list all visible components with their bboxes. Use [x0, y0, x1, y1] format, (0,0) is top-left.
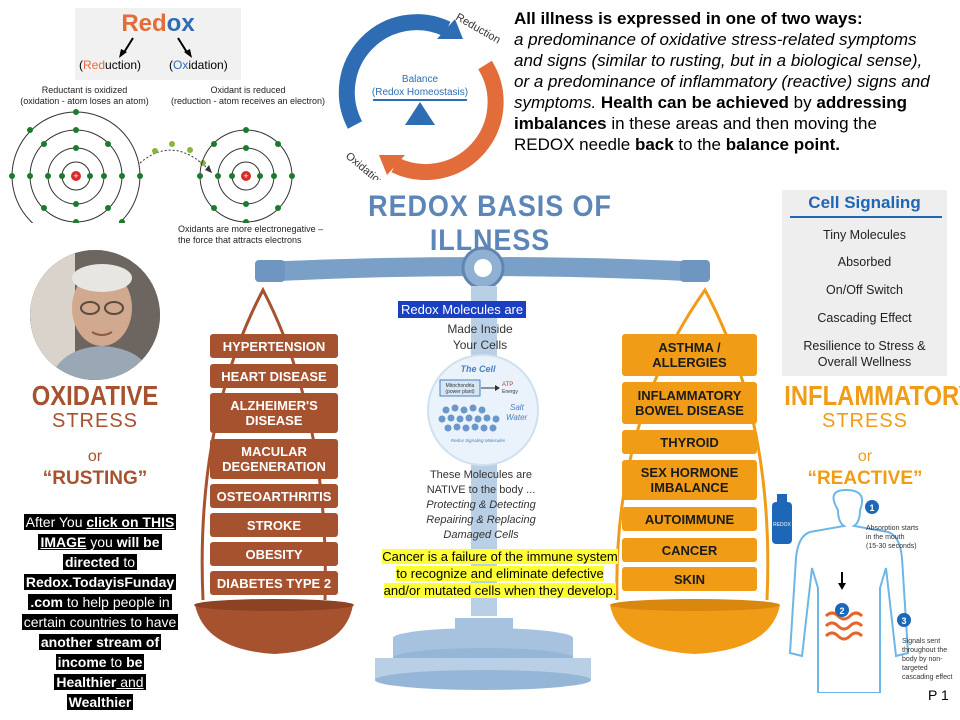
- native-molecules-text: These Molecules are NATIVE to the body .…: [426, 469, 536, 541]
- redox-molecules-label: Redox Molecules are: [398, 301, 527, 318]
- cell-signaling-item: Cascading Effect: [817, 311, 912, 325]
- condition-pill-inflammatory: SKIN: [622, 567, 757, 591]
- svg-text:targeted: targeted: [902, 665, 928, 672]
- cycle-oxidation-label: Oxidation: [343, 150, 386, 180]
- svg-text:1: 1: [869, 503, 874, 513]
- fulcrum-icon: [405, 102, 435, 125]
- promo-link[interactable]: After You click on THIS IMAGE you will b…: [21, 514, 179, 710]
- person-avatar-icon: [30, 250, 160, 380]
- rusting-label: “RUSTING”: [42, 468, 148, 489]
- svg-text:cascading effect: cascading effect: [902, 674, 953, 681]
- inflammatory-or-label: or: [857, 448, 873, 465]
- svg-text:Signals sent: Signals sent: [902, 638, 940, 645]
- svg-text:Absorption starts: Absorption starts: [866, 525, 919, 532]
- svg-text:(power plant): (power plant): [445, 389, 475, 395]
- oxidant-atom: +: [197, 127, 295, 223]
- condition-pill-oxidative: STROKE: [210, 513, 338, 537]
- redox-word: Redox: [121, 10, 195, 37]
- main-statement: All illness is expressed in one of two w…: [514, 9, 930, 154]
- oxidative-heading: OXIDATIVE: [31, 380, 159, 411]
- inflammatory-stress-label: STRESS: [821, 410, 909, 432]
- condition-pill-oxidative: OBESITY: [210, 542, 338, 566]
- svg-text:Mitochondria: Mitochondria: [446, 383, 475, 389]
- svg-text:Energy: Energy: [502, 389, 518, 395]
- condition-pill-inflammatory: CANCER: [622, 538, 757, 562]
- condition-pill-oxidative: MACULAR DEGENERATION: [210, 439, 338, 479]
- reduction-label: (Reduction): [79, 58, 142, 72]
- cancer-note: Cancer is a failure of the immune system…: [382, 549, 618, 598]
- electronegative-caption: Oxidants are more electronegative – the …: [178, 224, 324, 245]
- body-absorption-diagram: REDOX 1 2 3 Absorption starts in the mou…: [772, 488, 953, 693]
- condition-pill-inflammatory: AUTOIMMUNE: [622, 507, 757, 531]
- svg-text:2: 2: [839, 606, 844, 616]
- right-pan: [610, 605, 780, 654]
- condition-pill-oxidative: DIABETES TYPE 2: [210, 571, 338, 595]
- condition-pill-inflammatory: ASTHMA / ALLERGIES: [622, 334, 757, 376]
- cell-signaling-item: Absorbed: [837, 255, 892, 269]
- left-pan: [195, 605, 353, 654]
- condition-pill-inflammatory: SEX HORMONE IMBALANCE: [622, 460, 757, 500]
- redox-cycle-diagram: Reduction Oxidation Balance (Redox Homeo…: [338, 11, 504, 180]
- oxidant-caption: Oxidant is reduced (reduction - atom rec…: [170, 85, 326, 106]
- svg-text:+: +: [73, 171, 78, 181]
- svg-text:throughout the: throughout the: [902, 647, 947, 654]
- cell-signaling-item: On/Off Switch: [826, 283, 903, 297]
- svg-text:Redox Signaling Molecules: Redox Signaling Molecules: [451, 438, 506, 443]
- condition-pill-oxidative: HYPERTENSION: [210, 334, 338, 358]
- svg-text:in the mouth: in the mouth: [866, 534, 905, 541]
- svg-text:ATP: ATP: [502, 382, 513, 388]
- redox-arrows: [119, 37, 192, 58]
- made-inside-label: Made Inside Your Cells: [447, 322, 513, 352]
- svg-text:REDOX: REDOX: [773, 522, 791, 528]
- inflammatory-heading: INFLAMMATORY: [784, 380, 960, 411]
- svg-text:Water: Water: [506, 413, 528, 422]
- reductant-atom: +: [9, 109, 143, 223]
- cell-signaling-item: Resilience to Stress &: [803, 339, 926, 353]
- page-title: REDOX BASIS OF ILLNESS: [368, 190, 612, 257]
- svg-text:3: 3: [901, 616, 906, 626]
- cell-signaling-item: Tiny Molecules: [823, 228, 906, 242]
- atom-diagram: + +: [9, 109, 295, 223]
- cell-signaling-title: Cell Signaling: [808, 193, 921, 212]
- reductant-caption: Reductant is oxidized (oxidation - atom …: [20, 85, 149, 106]
- oxidation-label: (Oxidation): [169, 58, 228, 72]
- oxidative-or-label: or: [87, 448, 103, 465]
- cell-signaling-divider: [790, 216, 942, 218]
- cycle-reduction-label: Reduction: [454, 11, 503, 46]
- cell-signaling-panel: Cell Signaling Tiny Molecules Absorbed O…: [782, 190, 947, 376]
- cycle-homeostasis-label: (Redox Homeostasis): [372, 87, 468, 98]
- condition-pill-oxidative: ALZHEIMER'S DISEASE: [210, 393, 338, 433]
- condition-pill-inflammatory: THYROID: [622, 430, 757, 454]
- svg-text:+: +: [243, 171, 248, 181]
- author-photo: [30, 250, 160, 380]
- reactive-label: “REACTIVE”: [807, 468, 923, 489]
- cell-inner-graphic: The Cell Mitochondria (power plant) ATP …: [438, 364, 528, 443]
- redox-bottle-icon: [772, 502, 792, 544]
- svg-text:(15-30 seconds): (15-30 seconds): [866, 543, 917, 550]
- page-number: P 1: [928, 687, 949, 703]
- cell-signaling-item: Overall Wellness: [817, 355, 912, 369]
- condition-pill-inflammatory: INFLAMMATORY BOWEL DISEASE: [622, 382, 757, 424]
- cycle-balance-label: Balance: [402, 74, 439, 85]
- condition-pill-oxidative: HEART DISEASE: [210, 364, 338, 388]
- condition-pill-oxidative: OSTEOARTHRITIS: [210, 484, 338, 508]
- svg-text:The Cell: The Cell: [460, 364, 496, 374]
- oxidative-stress-label: STRESS: [51, 410, 139, 432]
- svg-text:Salt: Salt: [510, 403, 525, 412]
- redox-definition-box: Redox (Reduction) (Oxidation): [75, 8, 241, 80]
- svg-text:body by non-: body by non-: [902, 656, 943, 663]
